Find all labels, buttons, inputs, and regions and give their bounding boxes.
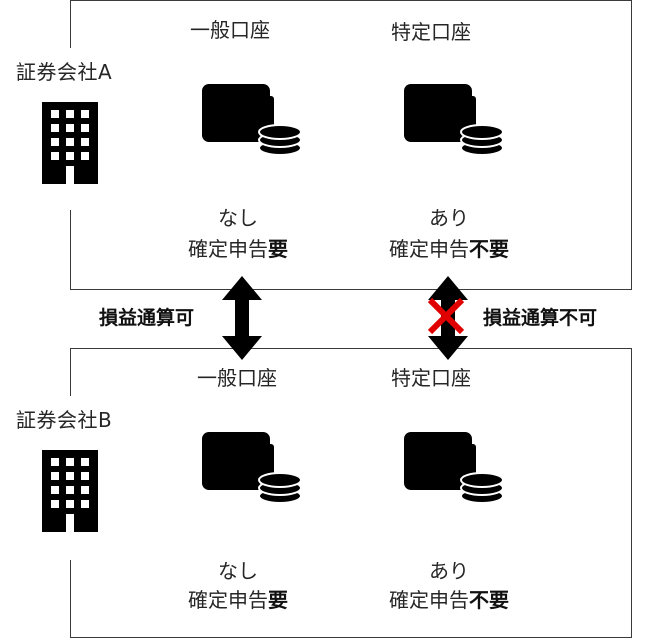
building-icon — [42, 450, 98, 532]
filing-prefix: 確定申告 — [389, 588, 469, 612]
double-arrow-general — [222, 276, 262, 360]
filing-prefix: 確定申告 — [389, 237, 469, 261]
account-title-specific-a: 特定口座 — [391, 20, 471, 44]
filing-specific-a: 確定申告不要 — [389, 239, 509, 259]
wallet-coins-icon — [202, 84, 302, 156]
filing-general-b: 確定申告要 — [188, 590, 288, 610]
filing-prefix: 確定申告 — [188, 588, 268, 612]
company-b-label: 証券会社B — [16, 408, 113, 432]
filing-emphasis: 要 — [268, 588, 288, 612]
profit-loss-offset-allowed: 損益通算可 — [99, 307, 195, 329]
withholding-specific-a: あり — [429, 206, 469, 230]
cross-icon — [427, 297, 465, 335]
filing-prefix: 確定申告 — [188, 237, 268, 261]
account-title-general-a: 一般口座 — [190, 18, 270, 42]
wallet-coins-icon — [202, 432, 302, 504]
company-a-label: 証券会社A — [16, 60, 113, 84]
profit-loss-offset-not-allowed: 損益通算不可 — [483, 307, 598, 329]
filing-specific-b: 確定申告不要 — [389, 590, 509, 610]
withholding-general-b: なし — [218, 559, 258, 583]
filing-emphasis: 不要 — [469, 588, 509, 612]
withholding-specific-b: あり — [429, 559, 469, 583]
filing-emphasis: 不要 — [469, 237, 509, 261]
wallet-coins-icon — [404, 84, 504, 156]
filing-general-a: 確定申告要 — [188, 239, 288, 259]
company-b-box — [70, 348, 632, 638]
company-a-box — [70, 0, 632, 290]
account-title-general-b: 一般口座 — [197, 366, 277, 390]
account-title-specific-b: 特定口座 — [391, 366, 471, 390]
wallet-coins-icon — [404, 432, 504, 504]
filing-emphasis: 要 — [268, 237, 288, 261]
building-icon — [42, 102, 98, 184]
withholding-general-a: なし — [218, 206, 258, 230]
